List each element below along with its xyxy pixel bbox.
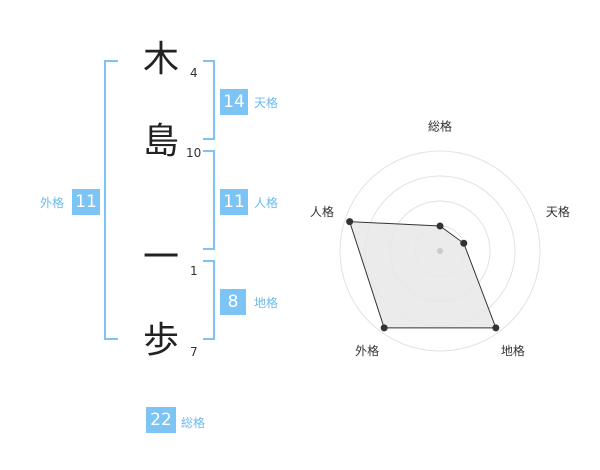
kanji-4: 歩 (143, 320, 180, 361)
kanji-2: 島 (143, 121, 180, 162)
stroke-count-2: 10 (186, 146, 202, 160)
soukaku-badge: 22 (146, 407, 176, 433)
radar-point-2 (492, 324, 500, 332)
radar-point-3 (380, 324, 388, 332)
radar-axis-label-4: 人格 (310, 204, 334, 219)
radar-ring (339, 150, 541, 352)
jinkaku-label: 人格 (254, 196, 279, 210)
kanji-1: 木 (143, 39, 180, 80)
radar-center (437, 248, 443, 254)
radar-axis-label-2: 地格 (501, 343, 525, 358)
chikaku-badge: 8 (220, 289, 246, 315)
radar-axis-label-1: 天格 (546, 204, 570, 219)
gaikaku-badge: 11 (72, 189, 100, 215)
jinkaku-badge: 11 (220, 189, 248, 215)
tenkaku-badge: 14 (220, 89, 248, 115)
kanji-3: 一 (143, 237, 180, 278)
radar-point-1 (460, 239, 468, 247)
stroke-count-3: 1 (190, 264, 198, 278)
gaikaku-label: 外格 (40, 196, 65, 210)
chikaku-label: 地格 (254, 296, 279, 310)
soukaku-label: 総格 (181, 416, 206, 430)
tenkaku-bracket (203, 60, 215, 140)
gaikaku-bracket (104, 60, 118, 340)
stroke-count-4: 7 (190, 345, 198, 359)
jinkaku-bracket (203, 150, 215, 250)
radar-area (348, 221, 497, 329)
stroke-count-1: 4 (190, 66, 198, 80)
radar-point-0 (436, 222, 444, 230)
radar-axis-label-0: 総格 (428, 119, 452, 134)
radar-axis-label-3: 外格 (355, 343, 379, 358)
radar-point-4 (346, 218, 354, 226)
chikaku-bracket (203, 260, 215, 340)
tenkaku-label: 天格 (254, 96, 279, 110)
